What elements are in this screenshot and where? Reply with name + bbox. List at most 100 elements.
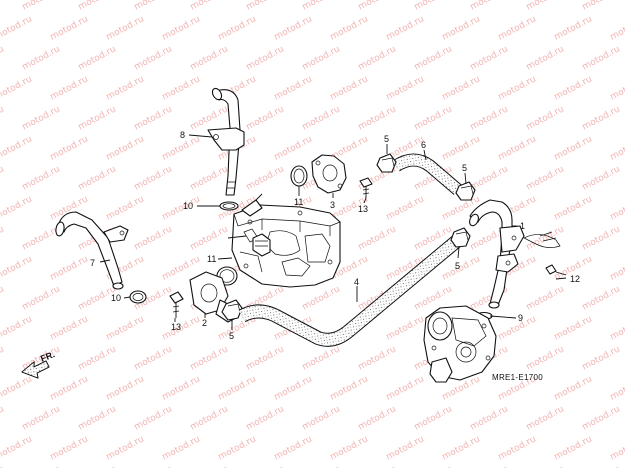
pipe-part-7 (55, 211, 129, 290)
watermark-text: motod.ru (0, 134, 34, 162)
watermark-text: motod.ru (49, 434, 90, 462)
watermark-text: motod.ru (581, 104, 622, 132)
watermark-text: motod.ru (273, 134, 314, 162)
watermark-text: motod.ru (301, 104, 342, 132)
watermark-text: motod.ru (469, 0, 510, 13)
watermark-text: motod.ru (441, 14, 482, 42)
watermark-text: motod.ru (525, 44, 566, 72)
watermark-text: motod.ru (245, 44, 286, 72)
watermark-text: motod.ru (441, 254, 482, 282)
watermark-text: motod.ru (21, 44, 62, 72)
watermark-text: motod.ru (581, 464, 622, 468)
watermark-text: motod.ru (49, 314, 90, 342)
watermark-text: motod.ru (161, 14, 202, 42)
watermark-text: motod.ru (525, 164, 566, 192)
watermark-text: motod.ru (385, 374, 426, 402)
watermark-text: motod.ru (77, 164, 118, 192)
watermark-text: motod.ru (469, 464, 510, 468)
watermark-text: motod.ru (301, 344, 342, 372)
watermark-text: motod.ru (609, 194, 625, 222)
callout-13-upper: 13 (358, 204, 368, 214)
watermark-text: motod.ru (609, 134, 625, 162)
callout-3: 3 (330, 200, 335, 210)
pipe-part-8 (207, 87, 245, 196)
watermark-text: motod.ru (609, 74, 625, 102)
callout-5-left: 5 (229, 331, 234, 341)
fitting-part-3 (311, 154, 347, 194)
watermark-text: motod.ru (77, 464, 118, 468)
watermark-text: motod.ru (581, 164, 622, 192)
o-ring-part-11-upper (290, 165, 308, 187)
watermark-text: motod.ru (385, 74, 426, 102)
watermark-text: motod.ru (273, 74, 314, 102)
callout-5-top-left: 5 (384, 134, 389, 144)
callout-13-lower: 13 (171, 322, 181, 332)
watermark-text: motod.ru (245, 404, 286, 432)
watermark-text: motod.ru (0, 314, 34, 342)
watermark-text: motod.ru (357, 464, 398, 468)
watermark-text: motod.ru (49, 254, 90, 282)
watermark-text: motod.ru (105, 374, 146, 402)
watermark-text: motod.ru (21, 164, 62, 192)
watermark-text: motod.ru (133, 164, 174, 192)
watermark-text: motod.ru (0, 464, 6, 468)
watermark-text: motod.ru (21, 464, 62, 468)
watermark-text: motod.ru (0, 404, 6, 432)
watermark-text: motod.ru (413, 464, 454, 468)
o-ring-part-10-lower (129, 290, 147, 304)
callout-1: 1 (520, 221, 525, 231)
watermark-text: motod.ru (0, 374, 34, 402)
watermark-text: motod.ru (49, 374, 90, 402)
watermark-text: motod.ru (105, 14, 146, 42)
watermark-text: motod.ru (0, 194, 34, 222)
o-ring-part-10-upper (219, 201, 239, 211)
watermark-text: motod.ru (133, 104, 174, 132)
watermark-text: motod.ru (581, 344, 622, 372)
watermark-text: motod.ru (469, 44, 510, 72)
watermark-text: motod.ru (133, 44, 174, 72)
watermark-text: motod.ru (609, 254, 625, 282)
watermark-text: motod.ru (553, 374, 594, 402)
callout-10-upper: 10 (183, 201, 193, 211)
watermark-text: motod.ru (469, 104, 510, 132)
watermark-text: motod.ru (357, 0, 398, 13)
watermark-text: motod.ru (441, 434, 482, 462)
bolt-part-13-lower (169, 291, 184, 318)
watermark-text: motod.ru (133, 464, 174, 468)
watermark-text: motod.ru (385, 434, 426, 462)
watermark-text: motod.ru (301, 404, 342, 432)
watermark-text: motod.ru (357, 404, 398, 432)
watermark-text: motod.ru (469, 404, 510, 432)
callout-7: 7 (90, 258, 95, 268)
hose-part-6 (392, 153, 463, 195)
watermark-text: motod.ru (301, 44, 342, 72)
clamp-part-5-left (221, 299, 243, 321)
watermark-text: motod.ru (553, 314, 594, 342)
watermark-text: motod.ru (0, 284, 6, 312)
watermark-text: motod.ru (357, 44, 398, 72)
watermark-text: motod.ru (133, 0, 174, 13)
watermark-text: motod.ru (0, 434, 34, 462)
callout-9: 9 (518, 313, 523, 323)
watermark-text: motod.ru (0, 164, 6, 192)
watermark-text: motod.ru (245, 164, 286, 192)
watermark-text: motod.ru (581, 224, 622, 252)
watermark-text: motod.ru (441, 134, 482, 162)
watermark-text: motod.ru (77, 0, 118, 13)
callout-5-center: 5 (455, 261, 460, 271)
watermark-text: motod.ru (525, 404, 566, 432)
watermark-text: motod.ru (301, 284, 342, 312)
watermark-text: motod.ru (0, 254, 34, 282)
watermark-text: motod.ru (49, 14, 90, 42)
watermark-text: motod.ru (0, 0, 6, 13)
callout-10-lower: 10 (111, 293, 121, 303)
watermark-text: motod.ru (0, 344, 6, 372)
watermark-text: motod.ru (133, 224, 174, 252)
watermark-text: motod.ru (525, 0, 566, 13)
watermark-text: motod.ru (21, 0, 62, 13)
watermark-text: motod.ru (49, 74, 90, 102)
watermark-text: motod.ru (609, 374, 625, 402)
callout-5-top-right: 5 (462, 163, 467, 173)
